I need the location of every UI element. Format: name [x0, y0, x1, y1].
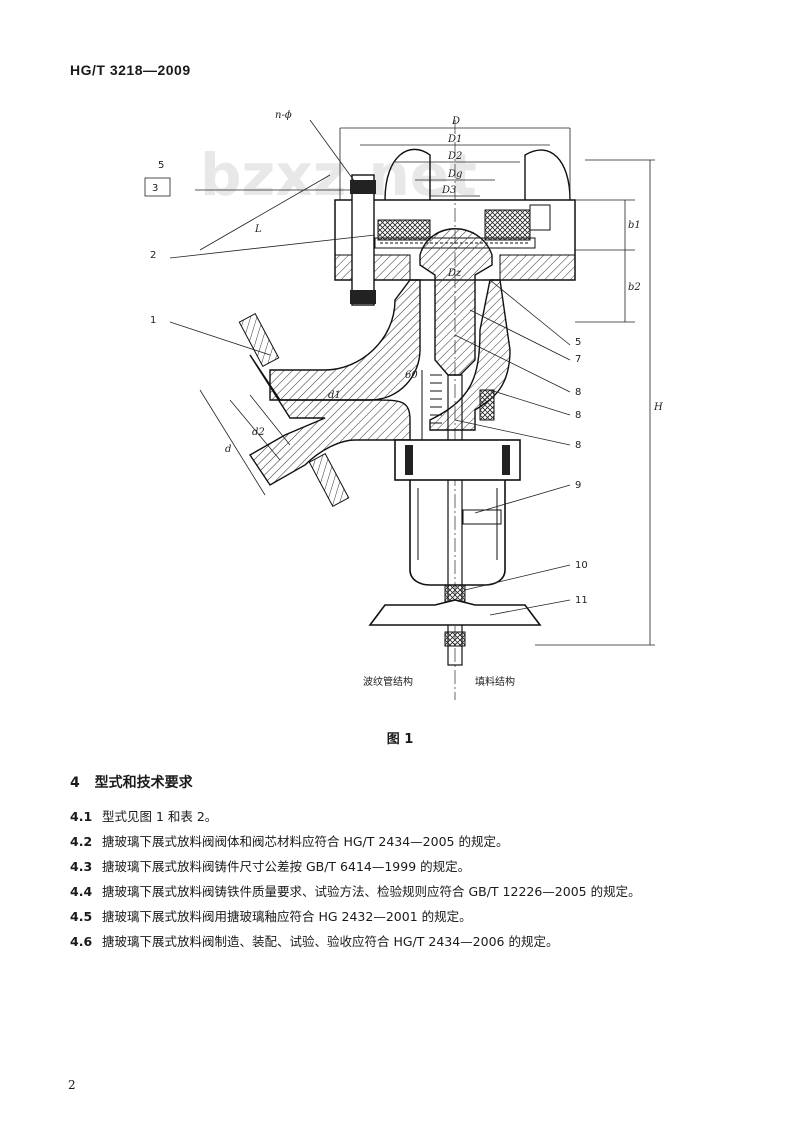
valve-body-upper: [269, 279, 421, 401]
item-text: 型式见图 1 和表 2。: [101, 809, 218, 824]
bonnet-plate: [394, 439, 521, 481]
label-d1: d1: [328, 390, 341, 401]
handwheel: [368, 599, 542, 626]
figure-caption: 图 1: [386, 732, 414, 747]
requirement-item: 4.2 搪玻璃下展式放料阀阀体和阀芯材料应符合 HG/T 2434—2005 的…: [70, 829, 760, 854]
part-number: 3: [152, 183, 158, 194]
part-number: 5: [158, 160, 164, 171]
valve-drawing-svg: bzxz.net: [144, 110, 663, 700]
page-number: 2: [68, 1078, 76, 1092]
label-L: L: [254, 224, 262, 235]
yoke: [409, 480, 506, 586]
item-number: 4.3: [70, 859, 93, 874]
label-b1: b1: [628, 220, 641, 231]
requirement-item: 4.1 型式见图 1 和表 2。: [70, 804, 760, 829]
section-title: 型式和技术要求: [94, 775, 193, 791]
valve-core: [419, 228, 493, 376]
watermark-text: bzxz.net: [200, 141, 477, 209]
label-bellows-structure: 波纹管结构: [363, 675, 413, 688]
requirement-item: 4.6 搪玻璃下展式放料阀制造、装配、试验、验收应符合 HG/T 2434—20…: [70, 929, 760, 954]
label-Dz: Dz: [447, 268, 462, 279]
label-n-phi: n-ϕ: [275, 110, 292, 121]
label-H: H: [653, 402, 663, 413]
part-number: 2: [150, 250, 156, 261]
part-number: 7: [575, 354, 581, 365]
part-number: 8: [575, 440, 581, 451]
handwheel-nut: [444, 631, 466, 647]
item-number: 4.1: [70, 809, 93, 824]
label-b2: b2: [628, 282, 641, 293]
label-packing-structure: 填料结构: [475, 675, 515, 688]
stem-nut: [462, 509, 502, 525]
top-flange: [334, 174, 576, 306]
item-text: 搪玻璃下展式放料阀阀体和阀芯材料应符合 HG/T 2434—2005 的规定。: [101, 834, 509, 849]
valve-stem: [447, 374, 463, 666]
label-D3: D3: [441, 185, 456, 196]
outlet-branch: [249, 354, 411, 486]
part-number: 8: [575, 387, 581, 398]
label-d2: d2: [252, 427, 265, 438]
dimension-lines: [169, 119, 655, 646]
item-text: 搪玻璃下展式放料阀用搪玻璃釉应符合 HG 2432—2001 的规定。: [101, 909, 472, 924]
part-numbers: 5 3 2 1 5 7 8 8 8 9 10 11: [144, 160, 588, 606]
item-number: 4.5: [70, 909, 93, 924]
requirement-list: 4.1 型式见图 1 和表 2。 4.2 搪玻璃下展式放料阀阀体和阀芯材料应符合…: [70, 804, 760, 954]
outlet-flange-upper: [238, 313, 280, 367]
valve-drawing: bzxz.net: [130, 100, 690, 700]
bellows: [421, 370, 442, 440]
part-number: 11: [575, 595, 588, 606]
item-number: 4.2: [70, 834, 93, 849]
label-d: d: [225, 444, 231, 455]
section-number: 4: [70, 775, 80, 791]
outlet-flange-lower: [308, 453, 350, 507]
item-text: 搪玻璃下展式放料阀铸铁件质量要求、试验方法、检验规则应符合 GB/T 12226…: [101, 884, 641, 899]
requirement-item: 4.5 搪玻璃下展式放料阀用搪玻璃釉应符合 HG 2432—2001 的规定。: [70, 904, 760, 929]
section-heading: 4 型式和技术要求: [70, 772, 193, 792]
part-number: 8: [575, 410, 581, 421]
upper-dome: [384, 148, 571, 201]
part-number: 10: [575, 560, 588, 571]
packing: [479, 389, 495, 421]
label-D: D: [451, 116, 460, 127]
part-number: 5: [575, 337, 581, 348]
part-number: 1: [150, 315, 156, 326]
label-Dg: Dg: [447, 169, 462, 180]
label-D2: D2: [447, 151, 462, 162]
requirement-item: 4.4 搪玻璃下展式放料阀铸铁件质量要求、试验方法、检验规则应符合 GB/T 1…: [70, 879, 760, 904]
item-text: 搪玻璃下展式放料阀制造、装配、试验、验收应符合 HG/T 2434—2006 的…: [101, 934, 559, 949]
item-number: 4.4: [70, 884, 93, 899]
part-number: 9: [575, 480, 581, 491]
label-D1: D1: [447, 134, 462, 145]
requirement-item: 4.3 搪玻璃下展式放料阀铸件尺寸公差按 GB/T 6414—1999 的规定。: [70, 854, 760, 879]
standard-code: HG/T 3218—2009: [70, 62, 191, 78]
label-angle: 60: [405, 370, 418, 381]
item-number: 4.6: [70, 934, 93, 949]
item-text: 搪玻璃下展式放料阀铸件尺寸公差按 GB/T 6414—1999 的规定。: [101, 859, 471, 874]
